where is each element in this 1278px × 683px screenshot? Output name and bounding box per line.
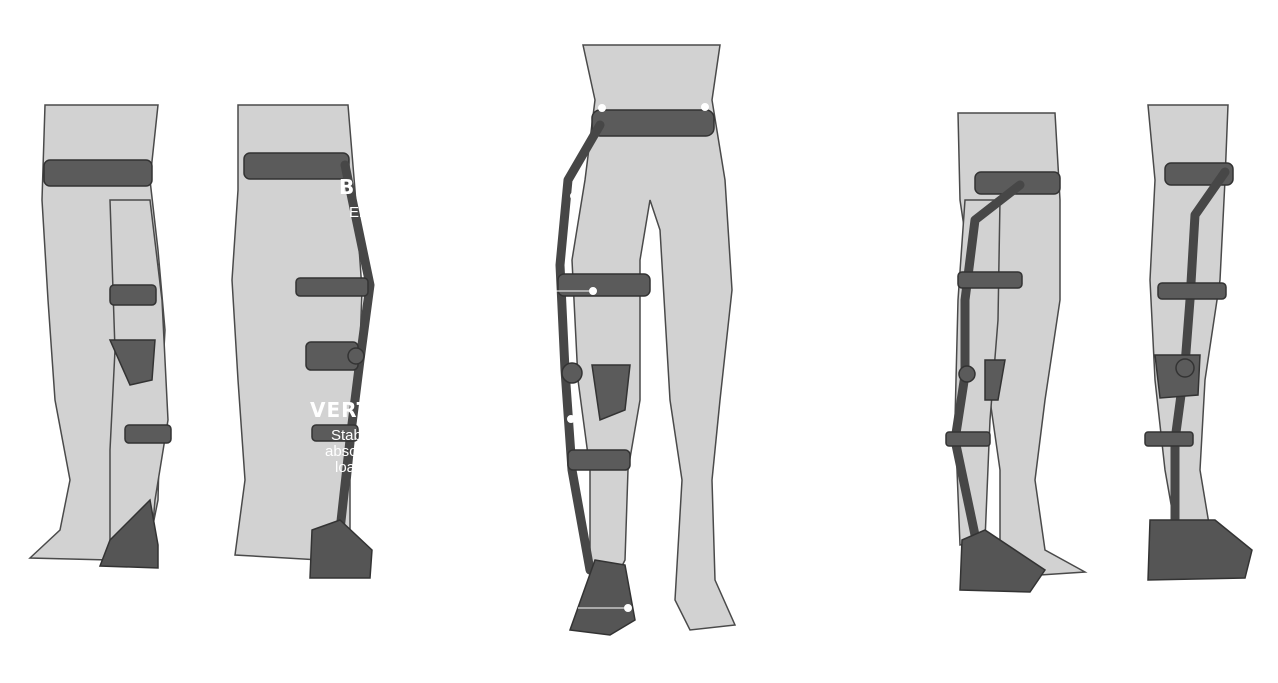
- figure-front: [555, 44, 737, 636]
- figure-back: [231, 104, 375, 579]
- vertical-heading: VERT: [310, 398, 372, 422]
- vertical-text-line-1: Stab: [331, 427, 362, 444]
- figure-side-left: [945, 112, 1088, 593]
- vertical-text-line-2: abso: [325, 443, 358, 460]
- figure-side-right: [1144, 104, 1253, 581]
- front-partial-label: e: [573, 132, 582, 149]
- hip-text: Er: [349, 204, 364, 221]
- figure-back-left: [28, 104, 172, 569]
- callout-markers: [555, 103, 709, 612]
- hip-heading: B: [339, 175, 356, 199]
- vertical-text-line-3: loa: [335, 459, 356, 476]
